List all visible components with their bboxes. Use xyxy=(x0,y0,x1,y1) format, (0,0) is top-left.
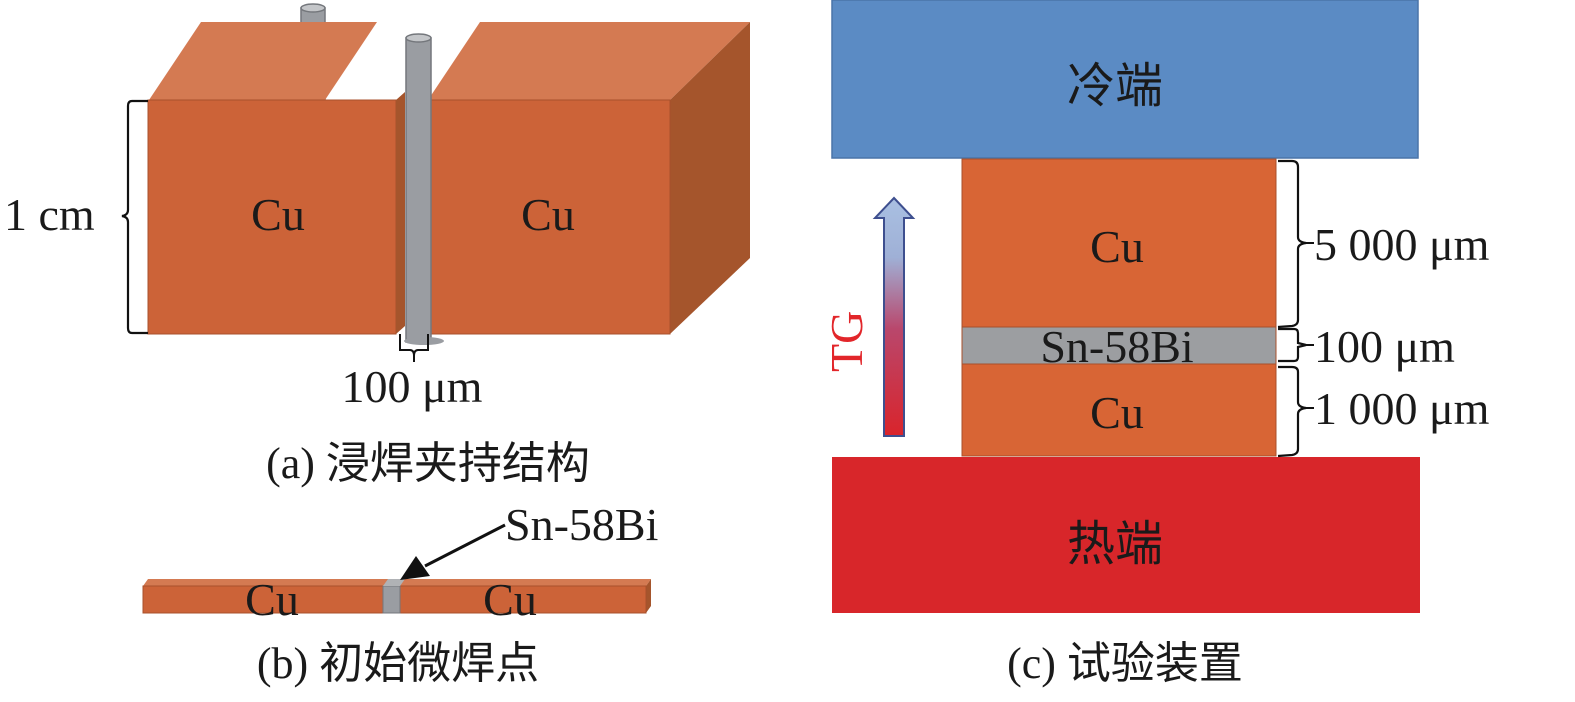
joint-pointer-line xyxy=(424,523,506,568)
solder-label: Sn-58Bi xyxy=(1040,321,1193,372)
left-cu-front xyxy=(147,99,397,335)
left-cu-top xyxy=(149,22,377,100)
upper-cu-layer xyxy=(961,158,1277,328)
gap-dimension-label: 100 μm xyxy=(342,361,483,412)
panel-c-caption: (c) 试验装置 xyxy=(1007,639,1243,688)
right-cu-label: Cu xyxy=(521,189,575,240)
joint-label: Sn-58Bi xyxy=(505,499,658,550)
gap-brace xyxy=(399,334,429,362)
hot-end-block xyxy=(832,457,1420,613)
hot-end-label: 热端 xyxy=(1067,518,1163,571)
strip-side xyxy=(646,579,651,613)
solder-joint-top xyxy=(383,579,405,586)
upper-cu-thickness-label: 5 000 μm xyxy=(1314,219,1490,270)
lower-cu-thickness-label: 1 000 μm xyxy=(1314,383,1490,434)
left-cu-side xyxy=(396,92,405,334)
left-cu-strip-label: Cu xyxy=(245,574,299,625)
lower-cu-layer xyxy=(961,363,1277,457)
cold-end-block xyxy=(831,0,1419,159)
thermal-gradient-arrow xyxy=(872,196,916,437)
thermal-gradient-label: TG xyxy=(821,311,872,372)
height-dimension-label: 1 cm xyxy=(4,189,95,240)
upper-cu-label: Cu xyxy=(1090,221,1144,272)
upper-cu-brace xyxy=(1277,159,1307,329)
solder-brace xyxy=(1278,327,1307,363)
lower-cu-label: Cu xyxy=(1090,387,1144,438)
right-cu-side xyxy=(670,22,750,334)
height-brace xyxy=(121,99,148,335)
panel-a-caption: (a) 浸焊夹持结构 xyxy=(266,439,590,488)
panel-b-caption: (b) 初始微焊点 xyxy=(257,639,539,688)
panel-b: Cu Cu Sn-58Bi (b) 初始微焊点 xyxy=(142,499,658,688)
solder-layer xyxy=(961,326,1277,365)
joint-pointer-arrowhead xyxy=(400,556,430,580)
solder-thickness-label: 100 μm xyxy=(1314,321,1455,372)
right-cu-top xyxy=(428,22,750,100)
rod-front xyxy=(404,33,444,345)
cold-end-label: 冷端 xyxy=(1067,60,1163,113)
left-cu-label: Cu xyxy=(251,189,305,240)
solder-joint xyxy=(382,585,401,614)
right-cu-strip-label: Cu xyxy=(483,574,537,625)
right-cu-front xyxy=(427,99,671,335)
panel-a: Cu Cu 1 cm 100 μm (a) 浸焊夹持结构 xyxy=(4,3,750,488)
lower-cu-brace xyxy=(1277,365,1307,458)
panel-c: 冷端 Cu Sn-58Bi Cu 热端 TG 5 000 μm 100 μm 1… xyxy=(821,0,1490,688)
